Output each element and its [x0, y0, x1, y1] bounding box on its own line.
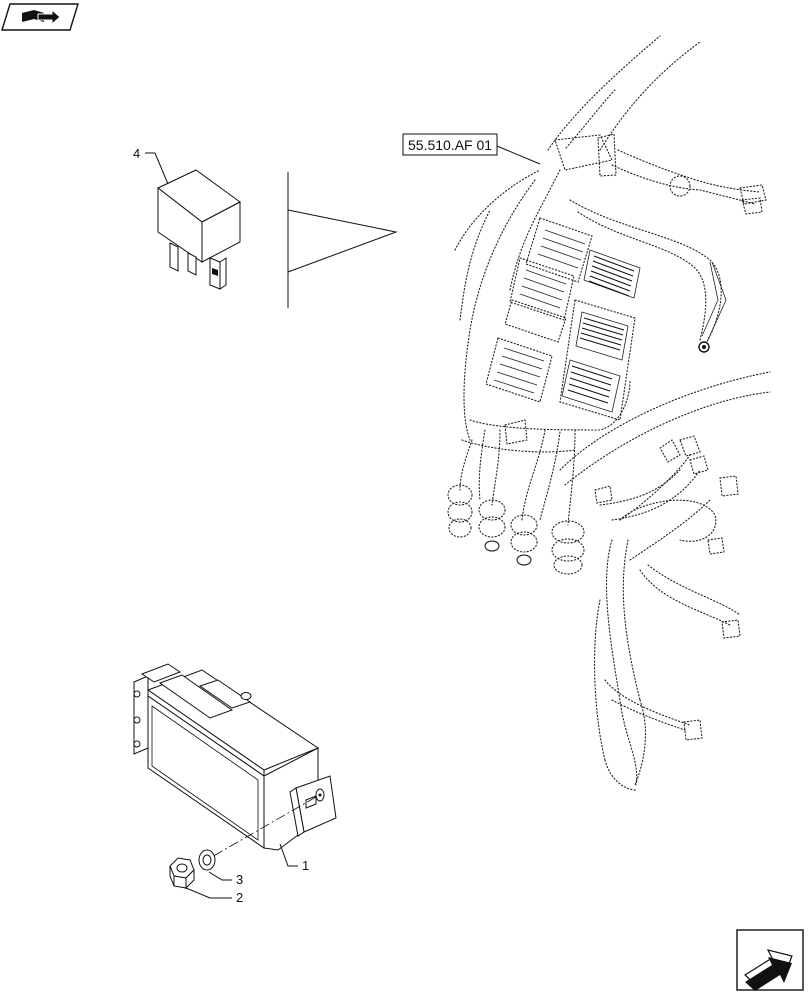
relay [157, 169, 241, 290]
grommet-b [478, 499, 506, 552]
nut [169, 857, 195, 890]
assembly-centerline [209, 796, 317, 859]
callout-1: 1 [279, 843, 309, 873]
callout-3: 3 [208, 871, 243, 887]
washer [198, 849, 216, 871]
control-module [133, 663, 337, 851]
grommet-d [551, 520, 585, 575]
reference-label: 55.510.AF 01 [408, 137, 492, 153]
callout-label-2: 2 [236, 890, 243, 905]
fuse-contacts-a [519, 229, 586, 309]
book-with-arrow-icon[interactable] [1, 3, 79, 31]
location-bracket [287, 172, 398, 308]
callout-label-3: 3 [236, 872, 243, 887]
callout-label-1: 1 [302, 858, 309, 873]
callout-4: 4 [133, 146, 169, 185]
grommet-c [510, 514, 538, 566]
reference-box[interactable]: 55.510.AF 01 [402, 133, 541, 165]
callout-2: 2 [185, 887, 243, 905]
next-page-arrow-icon[interactable] [736, 929, 804, 991]
callout-label-4: 4 [133, 146, 140, 161]
wiring-harness [447, 35, 771, 791]
grommet-a [447, 484, 473, 538]
